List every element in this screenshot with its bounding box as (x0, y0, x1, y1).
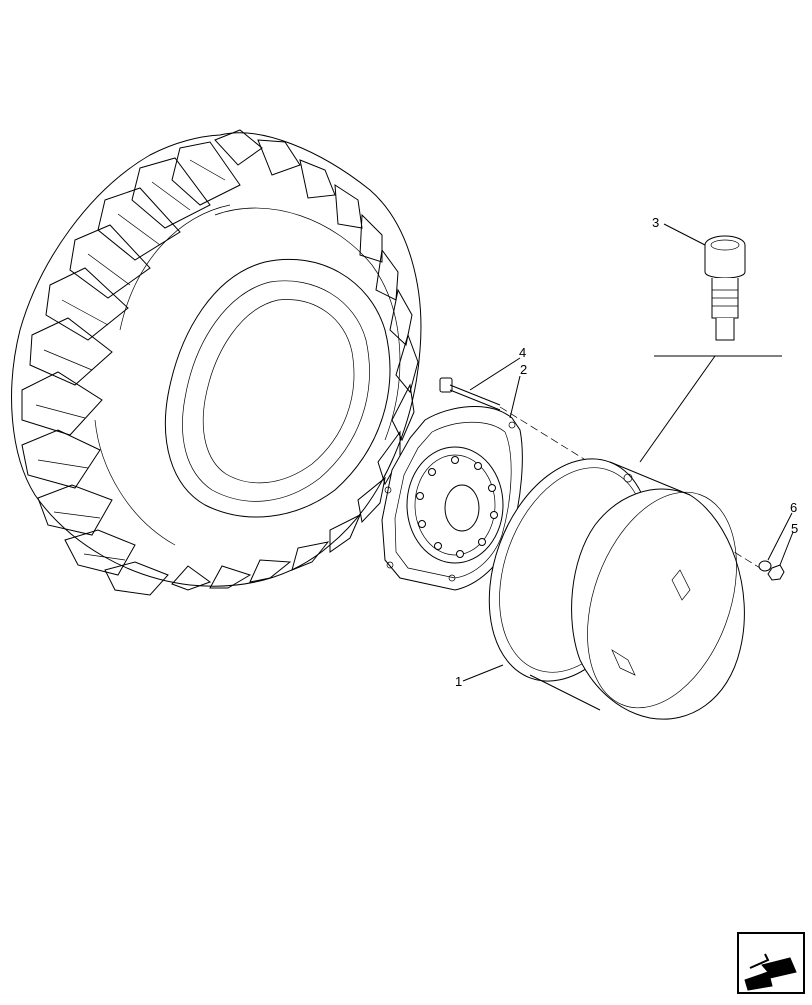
callout-label-3: 3 (652, 215, 659, 230)
tire-drawing (11, 129, 422, 596)
callout-6: 6 (767, 500, 797, 561)
center-disc-drawing (381, 406, 523, 591)
wheel-rim-drawing (488, 458, 745, 720)
callout-4: 4 (469, 345, 526, 391)
tread-lugs (21, 129, 419, 596)
nut-washer-drawing (758, 560, 785, 581)
callout-5: 5 (779, 521, 798, 566)
callout-label-4: 4 (519, 345, 526, 360)
callout-label-2: 2 (520, 362, 527, 377)
callout-label-1: 1 (455, 674, 462, 689)
callout-1: 1 (455, 664, 504, 689)
valve-drawing (639, 235, 782, 463)
navigate-back-icon[interactable] (737, 932, 805, 994)
callout-label-6: 6 (790, 500, 797, 515)
callout-3: 3 (652, 215, 706, 246)
callout-label-5: 5 (791, 521, 798, 536)
callout-2: 2 (509, 362, 527, 419)
